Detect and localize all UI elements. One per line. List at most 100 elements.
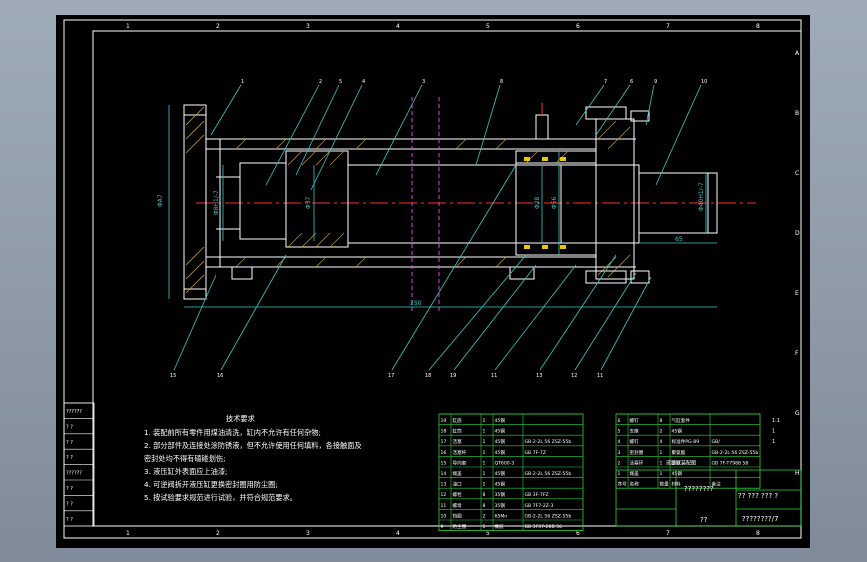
tech-line: 2. 部分部件及连接处涂防锈液，但不允许使用任何填料，各接触面及	[144, 441, 362, 450]
parts-cell: GB-2-2L 56 ZSZ-55b	[712, 450, 759, 456]
parts-cell: 45钢	[495, 481, 506, 488]
parts-cell: 端盖	[453, 470, 463, 477]
parts-cell: 活塞杆	[453, 449, 467, 456]
parts-cell: 油口	[453, 481, 463, 488]
left-revision-box: ??????? ?? ?? ???????? ?? ?? ?	[63, 402, 95, 527]
zone-row-label: H	[795, 470, 800, 477]
parts-cell: 标准件PG-89	[672, 438, 700, 445]
dimension-lines	[168, 105, 717, 308]
dim-right-end: Φ40H1/-7	[698, 182, 705, 211]
zone-row-label: D	[795, 230, 800, 237]
zone-row-label: A	[795, 50, 800, 57]
parts-cell: 2	[660, 429, 663, 435]
dim-total: 250	[410, 300, 422, 307]
dim-right-len: 65	[675, 236, 683, 243]
parts-cell: 4	[618, 439, 621, 445]
parts-cell: 螺母	[453, 502, 463, 509]
parts-cell: 14	[441, 471, 447, 477]
title-mark: 1	[772, 439, 775, 445]
parts-cell: 65Mn	[495, 513, 508, 519]
zone-col-label: 7	[666, 530, 670, 537]
parts-cell: 45钢	[495, 428, 506, 435]
part-balloon: 15	[170, 373, 176, 379]
part-balloon: 17	[388, 373, 394, 379]
part-balloon: 7	[604, 79, 607, 85]
parts-cell: 2	[483, 513, 486, 519]
seals	[524, 157, 566, 249]
part-balloon: 10	[701, 79, 707, 85]
parts-cell: 13	[441, 482, 447, 488]
zone-col-label: 5	[486, 530, 490, 537]
part-balloon: 19	[450, 373, 456, 379]
parts-cell: 缸筒	[453, 428, 463, 435]
zone-col-label: 3	[306, 530, 310, 537]
dim-piston: Φ37	[305, 196, 312, 209]
parts-cell: 45钢	[495, 417, 506, 424]
cylinder-barrel	[206, 138, 636, 268]
zone-row-label: F	[795, 350, 799, 357]
parts-cell: GB 3F-7FZ	[525, 492, 549, 498]
tech-line: 1. 装配前所有零件用煤油清洗，缸内不允许有任何杂物;	[144, 428, 321, 437]
part-balloon: 4	[362, 79, 365, 85]
zone-row-label: G	[795, 410, 800, 417]
parts-cell: 1	[660, 450, 663, 456]
barrel-hatch	[235, 138, 507, 268]
zone-col-label: 6	[576, 23, 580, 30]
zone-row-label: E	[795, 290, 799, 297]
part-balloon: 9	[654, 79, 657, 85]
dim-left-height: ΦA7	[157, 194, 164, 207]
title-code-top: ????????	[684, 485, 714, 493]
parts-cell: 12	[441, 492, 447, 498]
technical-requirements: 技术要求 1. 装配前所有零件用煤油清洗，缸内不允许有任何杂物; 2. 部分部件…	[144, 414, 362, 502]
part-balloon: 8	[500, 79, 503, 85]
parts-cell: 35钢	[495, 502, 506, 509]
parts-cell: 9	[441, 524, 444, 530]
parts-cell: 45钢	[495, 438, 506, 445]
parts-cell: GB 7F-T7988 58	[712, 460, 749, 466]
revision-cell: ? ?	[66, 440, 73, 446]
part-balloon: 16	[217, 373, 223, 379]
parts-cell: 铸铁	[672, 459, 682, 466]
parts-cell: GB-2-2L 56 ZSZ-55b	[525, 513, 572, 519]
title-scale: ??	[700, 516, 708, 524]
parts-cell: 备注	[712, 481, 722, 488]
part-balloon: 12	[571, 373, 577, 379]
parts-cell: 1	[483, 471, 486, 477]
parts-cell: 螺钉	[630, 438, 640, 445]
part-balloon: 5	[339, 79, 342, 85]
part-balloon: 6	[630, 79, 633, 85]
revision-cell: ? ?	[66, 424, 73, 430]
parts-cell: 1	[483, 429, 486, 435]
parts-cell: 名称	[630, 481, 640, 488]
revision-cell: ? ?	[66, 501, 73, 507]
revision-cell: ??????	[66, 471, 82, 477]
parts-cell: 1	[618, 471, 621, 477]
piston	[216, 150, 349, 248]
parts-cell: 1	[660, 471, 663, 477]
parts-cell: 45钢	[495, 470, 506, 477]
piston-hatch	[287, 150, 345, 248]
dim-rod-a: Φ28	[534, 196, 541, 209]
title-bottom-code: ????????/7	[742, 515, 779, 523]
parts-cell: 8	[483, 503, 486, 509]
bottom-mounts	[231, 266, 650, 284]
part-balloon: 18	[425, 373, 431, 379]
zone-col-label: 2	[216, 530, 220, 537]
title-block	[615, 469, 802, 527]
revision-cell: ? ?	[66, 486, 73, 492]
parts-cell: GB-2-2L 56 ZSZ-55b	[525, 471, 572, 477]
dim-rod-b: Φ56	[551, 196, 558, 209]
parts-cell: 15	[441, 460, 447, 466]
parts-cell: 1	[483, 439, 486, 445]
parts-cell: 4	[660, 439, 663, 445]
revision-cell: ??????	[66, 409, 82, 415]
parts-cell: 橡胶	[495, 523, 505, 530]
zone-col-label: 8	[756, 530, 760, 537]
top-bolts	[535, 103, 650, 140]
part-balloon: 11	[597, 373, 603, 379]
parts-cell: 端盖	[630, 470, 640, 477]
parts-cell: 45钢	[672, 470, 683, 477]
